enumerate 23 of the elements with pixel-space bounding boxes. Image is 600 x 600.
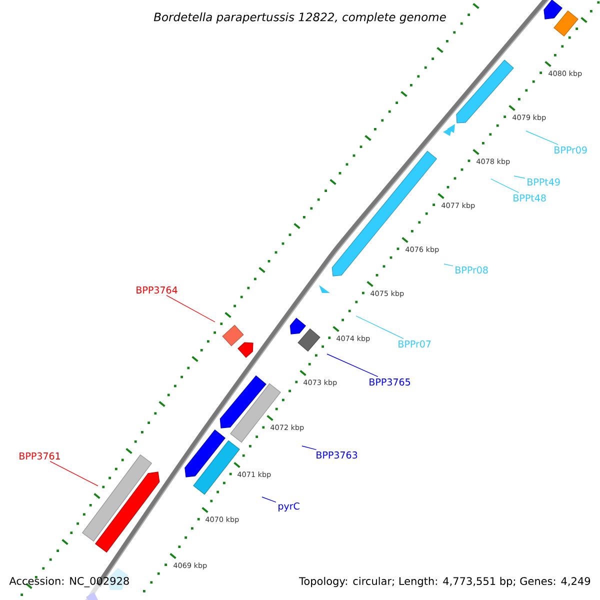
leader-line [526, 130, 559, 146]
leader-line [326, 354, 378, 378]
gene-label: BPP3765 [370, 378, 410, 386]
gene-label: BPPr08 [456, 266, 488, 274]
gene-label: BPPt48 [514, 194, 546, 202]
gene-label: BPPr09 [554, 146, 587, 154]
leader-line [490, 178, 520, 194]
leader-line [262, 496, 276, 503]
leader-line [166, 294, 216, 322]
leader-line [514, 176, 526, 179]
footer-text: Accession: NC_002928 [9, 576, 129, 588]
gene-label: pyrC [278, 502, 300, 512]
title: Bordetella parapertussis 12822, complete genome [154, 12, 446, 24]
gene-label: BPP3763 [316, 451, 358, 459]
leader-line [50, 460, 98, 486]
gene-label: BPP3761 [20, 452, 60, 460]
gene-label: BPPt49 [528, 178, 560, 186]
leader-line [302, 446, 317, 450]
footer-text: Topology: circular; Length: 4,773,551 bp; Genes: 4,249 [299, 576, 590, 588]
gene-label: BPP3764 [136, 286, 178, 294]
gene-label: BPPr07 [398, 340, 431, 348]
leader-line [356, 316, 404, 340]
leader-line [444, 264, 454, 266]
